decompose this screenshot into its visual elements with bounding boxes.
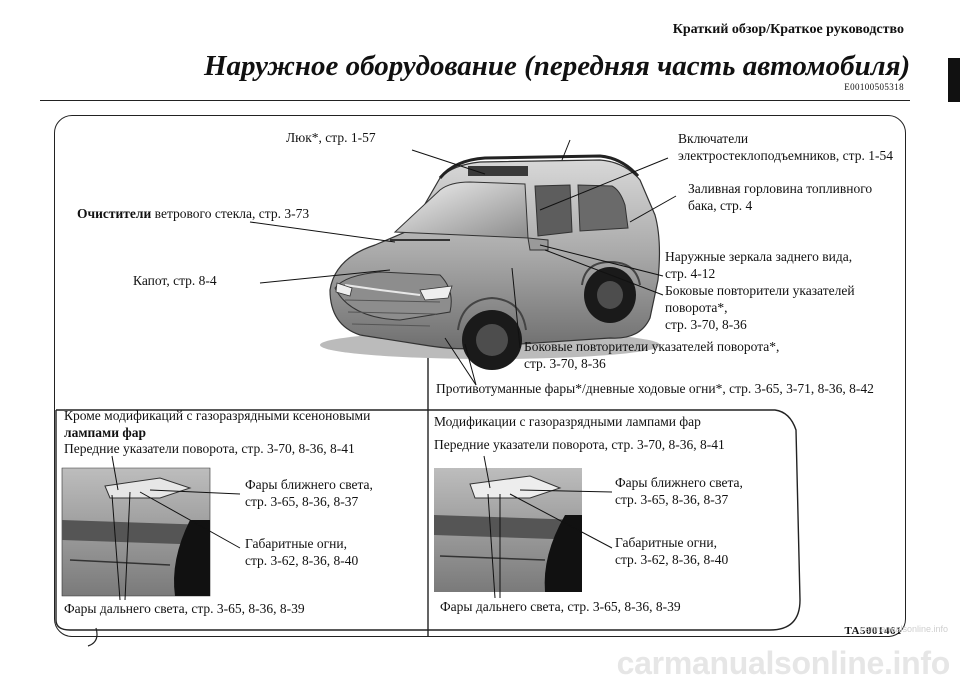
page-edge-tab: [948, 58, 960, 102]
label-sunroof: Люк*, стр. 1-57: [286, 130, 376, 145]
left-panel-heading: Кроме модификаций с газоразрядными ксено…: [64, 408, 371, 440]
watermark-small: carmanualsonline.info: [860, 624, 948, 634]
right-headlamp-closeup: [434, 468, 582, 592]
left-label-position-lamps: Габаритные огни, стр. 3-62, 8-36, 8-40: [245, 536, 359, 568]
label-fuel-filler: Заливная горловина топливного бака, стр.…: [688, 181, 873, 213]
label-side-turn-signals: Боковые повторители указателей поворота*…: [524, 339, 780, 371]
section-header: Краткий обзор/Краткое руководство: [672, 22, 904, 37]
page-title: Наружное оборудование (передняя часть ав…: [204, 50, 911, 82]
leader-lines-right: [483, 455, 613, 599]
label-hood: Капот, стр. 8-4: [133, 273, 217, 288]
suv-drawing: [320, 154, 661, 370]
header-rule: [40, 100, 910, 101]
corner-mark: [87, 627, 98, 647]
left-label-front-turn: Передние указатели поворота, стр. 3-70, …: [64, 441, 355, 456]
right-label-low-beam: Фары ближнего света, стр. 3-65, 8-36, 8-…: [615, 475, 743, 507]
left-headlamp-closeup: [61, 467, 211, 597]
watermark: carmanualsonline.info: [616, 645, 951, 681]
right-panel-heading: Модификации с газоразрядными лампами фар: [434, 414, 701, 429]
leader-lines-left: [111, 455, 241, 601]
figure-code: TA5001461: [844, 625, 902, 637]
label-windshield-wipers: Очистители ветрового стекла, стр. 3-73: [77, 206, 310, 221]
label-fog-lamps-drl: Противотуманные фары*/дневные ходовые ог…: [436, 381, 874, 396]
left-label-high-beam: Фары дальнего света, стр. 3-65, 8-36, 8-…: [64, 601, 305, 616]
right-label-position-lamps: Габаритные огни, стр. 3-62, 8-36, 8-40: [615, 535, 729, 567]
right-label-high-beam: Фары дальнего света, стр. 3-65, 8-36, 8-…: [440, 599, 681, 614]
label-power-window-switches: Включатели электростеклоподъемников, стр…: [678, 131, 893, 163]
right-label-front-turn: Передние указатели поворота, стр. 3-70, …: [434, 437, 725, 452]
leader-lines-main: [249, 139, 677, 386]
figure-frame: [54, 115, 906, 637]
document-code: E00100505318: [844, 82, 904, 92]
left-panel-outline: [55, 410, 428, 631]
right-panel-outline: [428, 409, 801, 631]
left-label-low-beam: Фары ближнего света, стр. 3-65, 8-36, 8-…: [245, 477, 373, 509]
label-mirrors-and-side-turn: Наружные зеркала заднего вида, стр. 4-12…: [665, 249, 855, 332]
